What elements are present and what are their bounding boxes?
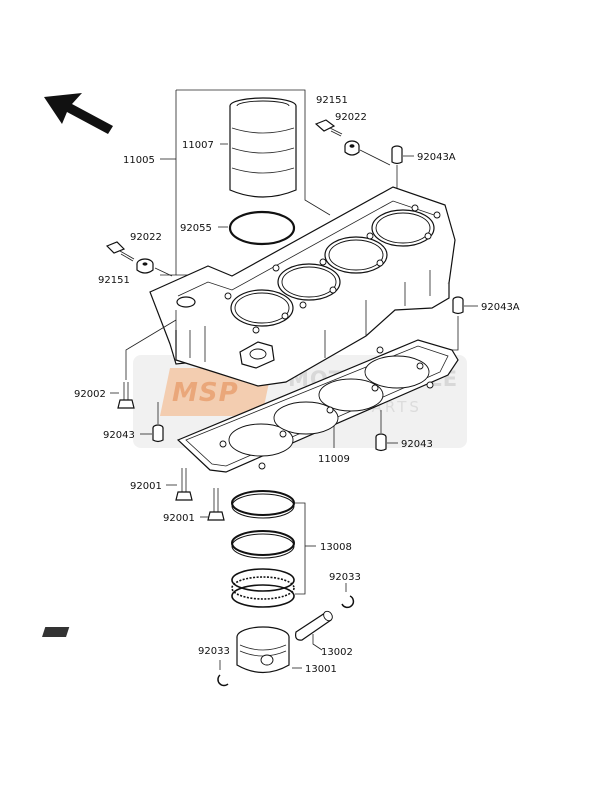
label-92033-right: 92033	[329, 572, 361, 583]
piston-pin-part	[295, 610, 333, 641]
label-92151-top: 92151	[316, 95, 348, 106]
part-labels: 11005 11007 92055 92151 92022 92043A 920…	[74, 95, 520, 675]
leader-bracket-13008	[295, 502, 306, 595]
front-direction-arrow-icon	[44, 93, 113, 134]
dowel-top-right-part	[391, 145, 403, 165]
circlip-left-part	[217, 674, 229, 687]
label-92001-b: 92001	[163, 513, 195, 524]
label-11009: 11009	[318, 454, 350, 465]
label-11007: 11007	[182, 140, 214, 151]
label-13002: 13002	[321, 647, 353, 658]
label-92002: 92002	[74, 389, 106, 400]
stud-b-part	[207, 488, 225, 521]
washer-top-part	[344, 140, 360, 156]
piston-ring-top	[231, 490, 295, 519]
leader-stud-bolt	[125, 319, 177, 380]
circlip-right-part	[341, 595, 355, 609]
dowel-right-part	[452, 296, 464, 315]
bolt-top-part	[314, 119, 343, 137]
label-92055: 92055	[180, 223, 212, 234]
label-92043-left: 92043	[103, 430, 135, 441]
label-92043A-top: 92043A	[417, 152, 456, 163]
leader-washer-top	[359, 149, 391, 166]
label-92043A-right: 92043A	[481, 302, 520, 313]
label-13001: 13001	[305, 664, 337, 675]
bolt-left-part	[105, 241, 135, 262]
dowel-left-part	[152, 424, 164, 443]
stud-bolt-part	[117, 382, 135, 409]
label-92001-a: 92001	[130, 481, 162, 492]
label-11005: 11005	[123, 155, 155, 166]
label-92022-left: 92022	[130, 232, 162, 243]
oil-ring-set	[231, 568, 295, 608]
dowel-bottom-right-part	[375, 433, 387, 452]
label-92022-top: 92022	[335, 112, 367, 123]
washer-left-part	[136, 258, 154, 274]
label-13008: 13008	[320, 542, 352, 553]
label-92033-left: 92033	[198, 646, 230, 657]
leader-13002	[312, 634, 323, 651]
o-ring	[228, 210, 296, 246]
stud-a-part	[175, 468, 193, 501]
cylinder-sleeve	[229, 97, 297, 198]
label-92151-left: 92151	[98, 275, 130, 286]
piston-part	[42, 626, 290, 674]
watermark-logo-text: MSP	[172, 378, 239, 408]
leader-washer-left	[154, 267, 173, 277]
label-92043-bottom-right: 92043	[401, 439, 433, 450]
head-gasket	[176, 339, 459, 473]
piston-ring-second	[231, 530, 295, 559]
cylinder-block	[149, 186, 456, 387]
